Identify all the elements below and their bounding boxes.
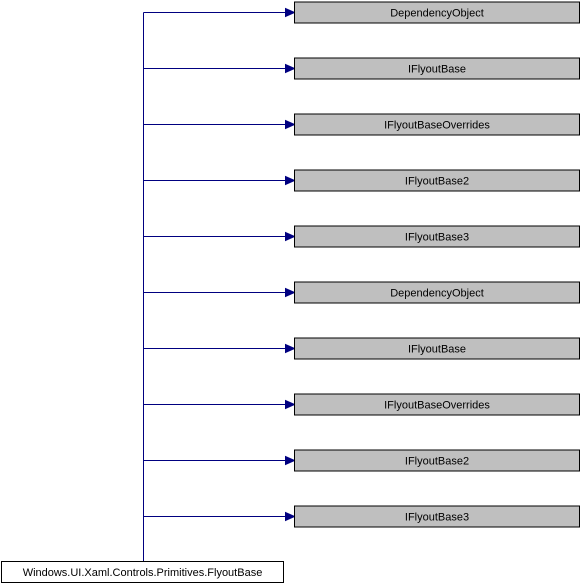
base-node-label: DependencyObject bbox=[390, 288, 484, 300]
base-node[interactable]: IFlyoutBase2 bbox=[294, 449, 580, 472]
arrowhead-icon bbox=[285, 343, 296, 354]
arrowhead-icon bbox=[285, 231, 296, 242]
arrowhead-icon bbox=[285, 63, 296, 74]
arrowhead-icon bbox=[285, 7, 296, 18]
base-node-label: IFlyoutBase bbox=[408, 64, 466, 76]
base-node[interactable]: DependencyObject bbox=[294, 281, 580, 304]
base-node[interactable]: DependencyObject bbox=[294, 1, 580, 24]
base-node[interactable]: IFlyoutBase bbox=[294, 57, 580, 80]
class-node-box[interactable] bbox=[1, 561, 284, 583]
base-node-label: IFlyoutBase bbox=[408, 344, 466, 356]
class-node-label: Windows.UI.Xaml.Controls.Primitives.Flyo… bbox=[23, 567, 263, 579]
arrowhead-icon bbox=[285, 399, 296, 410]
inheritance-edges bbox=[143, 7, 296, 561]
base-node[interactable]: IFlyoutBaseOverrides bbox=[294, 113, 580, 136]
class-node[interactable]: Windows.UI.Xaml.Controls.Primitives.Flyo… bbox=[1, 561, 284, 583]
base-node[interactable]: IFlyoutBase3 bbox=[294, 505, 580, 528]
arrowhead-icon bbox=[285, 287, 296, 298]
arrowhead-icon bbox=[285, 119, 296, 130]
arrowhead-icon bbox=[285, 511, 296, 522]
base-node[interactable]: IFlyoutBaseOverrides bbox=[294, 393, 580, 416]
base-node[interactable]: IFlyoutBase bbox=[294, 337, 580, 360]
base-node-label: DependencyObject bbox=[390, 8, 484, 20]
arrowhead-icon bbox=[285, 175, 296, 186]
base-node-label: IFlyoutBaseOverrides bbox=[384, 120, 490, 132]
base-node-label: IFlyoutBase3 bbox=[405, 512, 469, 524]
base-node-label: IFlyoutBase2 bbox=[405, 176, 469, 188]
base-class-nodes: DependencyObjectIFlyoutBaseIFlyoutBaseOv… bbox=[294, 1, 580, 528]
base-node[interactable]: IFlyoutBase3 bbox=[294, 225, 580, 248]
base-node-label: IFlyoutBase2 bbox=[405, 456, 469, 468]
base-node-label: IFlyoutBaseOverrides bbox=[384, 400, 490, 412]
base-node-label: IFlyoutBase3 bbox=[405, 232, 469, 244]
base-node[interactable]: IFlyoutBase2 bbox=[294, 169, 580, 192]
arrowhead-icon bbox=[285, 455, 296, 466]
